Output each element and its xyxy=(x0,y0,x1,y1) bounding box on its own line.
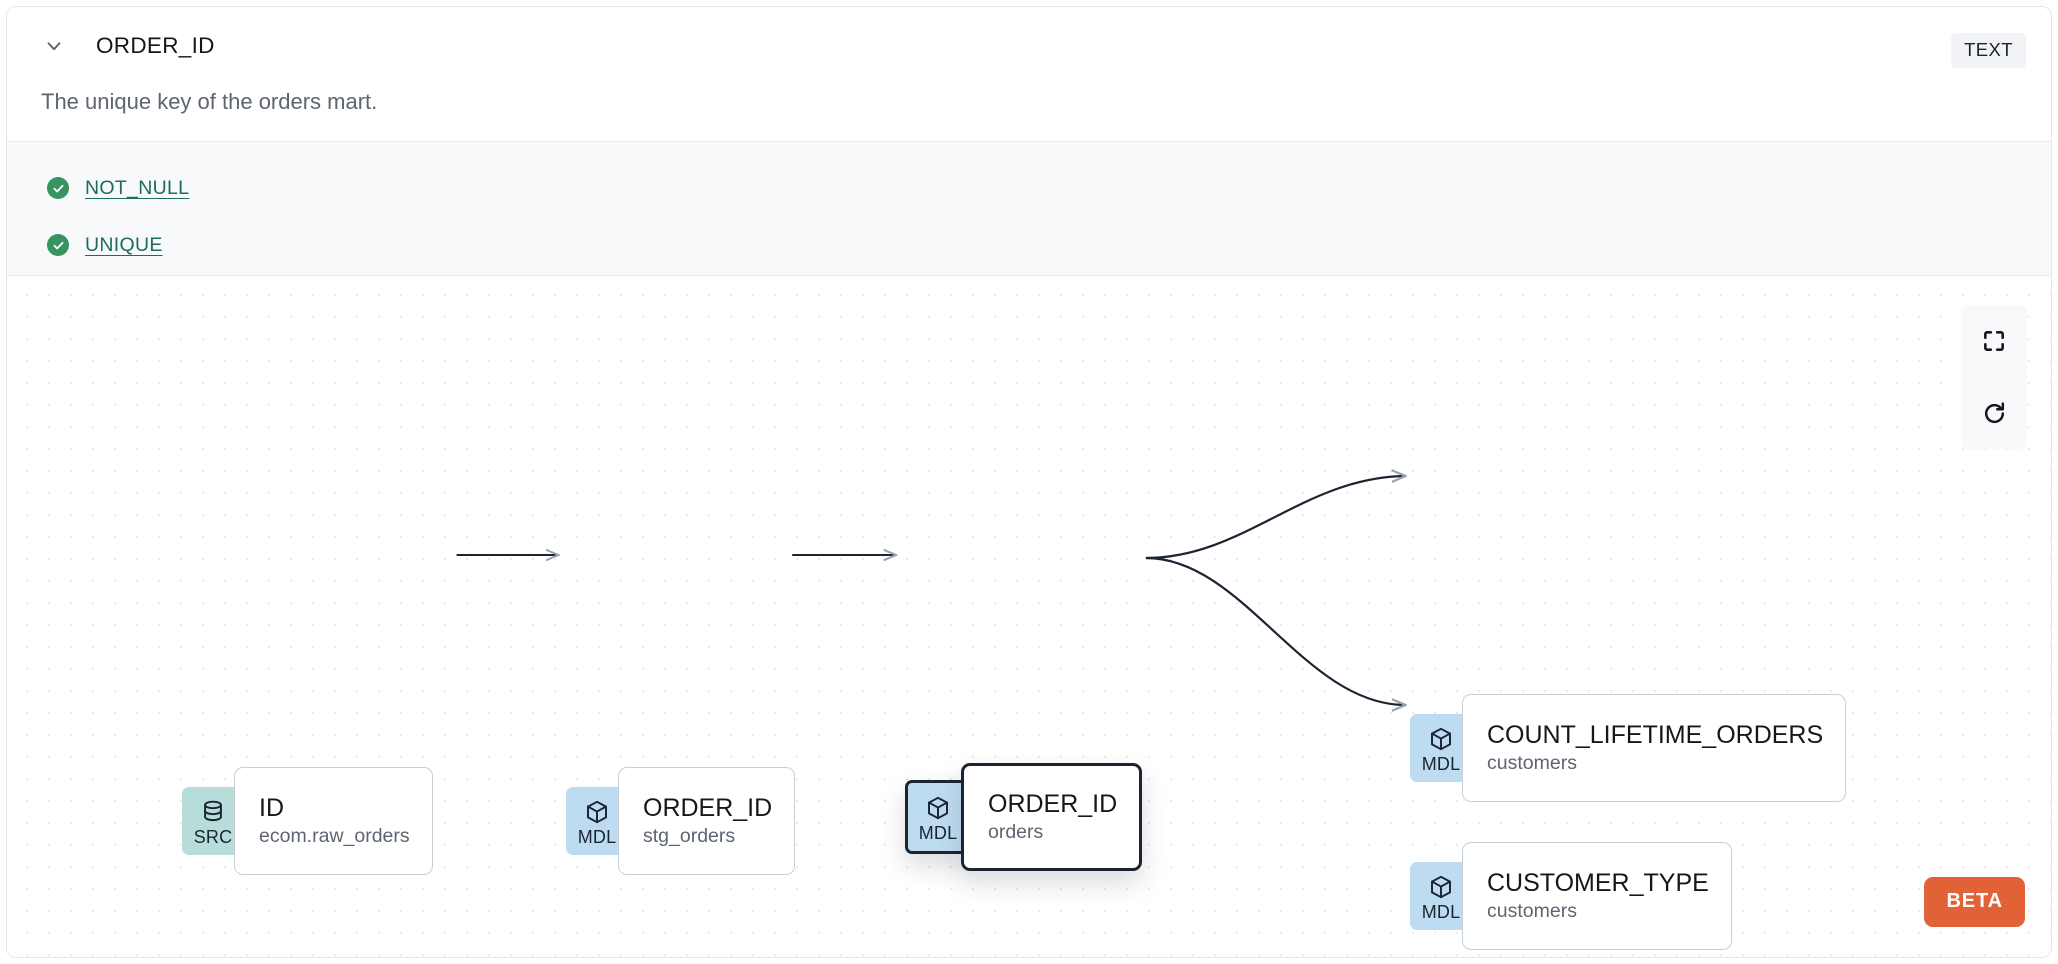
chevron-down-icon[interactable] xyxy=(41,33,67,59)
node-title: CUSTOMER_TYPE xyxy=(1487,868,1709,897)
column-description: The unique key of the orders mart. xyxy=(41,89,378,114)
node-badge-label: MDL xyxy=(577,826,617,847)
edge-orders-to-count xyxy=(1145,476,1406,560)
canvas-controls xyxy=(1961,305,2027,449)
test-link-unique[interactable]: UNIQUE xyxy=(85,233,163,256)
node-body: ORDER_ID orders xyxy=(961,763,1143,871)
test-row: UNIQUE xyxy=(47,223,2051,267)
data-type-badge: TEXT xyxy=(1951,33,2026,68)
edge-orders-to-customer-type xyxy=(1145,556,1406,705)
cube-icon xyxy=(928,796,948,819)
page-title: ORDER_ID xyxy=(96,33,215,58)
lineage-node-stg-order-id[interactable]: MDL ORDER_ID stg_orders xyxy=(566,767,796,875)
node-subtitle: stg_orders xyxy=(643,824,736,847)
node-body: ORDER_ID stg_orders xyxy=(618,767,796,875)
node-body: COUNT_LIFETIME_ORDERS customers xyxy=(1462,694,1847,802)
node-badge-label: MDL xyxy=(1421,901,1461,922)
test-row: NOT_NULL xyxy=(47,166,2051,210)
cube-icon xyxy=(587,800,607,823)
check-circle-icon xyxy=(47,177,69,199)
node-badge-src: SRC xyxy=(182,787,244,855)
database-icon xyxy=(204,800,222,821)
header-left: ORDER_ID xyxy=(41,33,215,59)
refresh-icon xyxy=(1984,401,2004,423)
cube-icon xyxy=(1431,727,1451,750)
node-title: ORDER_ID xyxy=(988,789,1118,818)
node-badge-mdl: MDL xyxy=(566,787,628,855)
node-body: CUSTOMER_TYPE customers xyxy=(1462,842,1732,950)
node-title: COUNT_LIFETIME_ORDERS xyxy=(1487,720,1824,749)
lineage-node-customer-type[interactable]: MDL CUSTOMER_TYPE customers xyxy=(1410,842,1732,950)
lineage-canvas[interactable]: SRC ID ecom.raw_orders MDL ORDER_ID stg_… xyxy=(7,277,2051,957)
node-subtitle: ecom.raw_orders xyxy=(259,824,410,847)
card-header: ORDER_ID TEXT xyxy=(7,7,2051,85)
lineage-node-src-id[interactable]: SRC ID ecom.raw_orders xyxy=(182,767,433,875)
column-detail-card: ORDER_ID TEXT The unique key of the orde… xyxy=(6,6,2052,958)
node-badge-mdl: MDL xyxy=(1410,862,1472,930)
node-body: ID ecom.raw_orders xyxy=(234,767,433,875)
cube-icon xyxy=(1431,875,1451,898)
lineage-node-count-lifetime-orders[interactable]: MDL COUNT_LIFETIME_ORDERS customers xyxy=(1410,694,1847,802)
fullscreen-icon xyxy=(1984,331,2004,351)
node-badge-mdl: MDL xyxy=(1410,714,1472,782)
beta-badge[interactable]: BETA xyxy=(1924,877,2025,927)
node-subtitle: orders xyxy=(988,820,1044,843)
check-circle-icon xyxy=(47,234,69,256)
tests-section: NOT_NULL UNIQUE xyxy=(7,141,2051,276)
node-badge-label: MDL xyxy=(1421,753,1461,774)
node-badge-label: SRC xyxy=(193,826,233,847)
test-link-not-null[interactable]: NOT_NULL xyxy=(85,176,190,199)
lineage-node-orders-order-id[interactable]: MDL ORDER_ID orders xyxy=(905,763,1143,871)
node-subtitle: customers xyxy=(1487,899,1577,922)
node-badge-label: MDL xyxy=(918,822,958,843)
node-title: ID xyxy=(259,793,284,822)
fit-view-button[interactable] xyxy=(1961,305,2027,377)
node-title: ORDER_ID xyxy=(643,793,773,822)
refresh-button[interactable] xyxy=(1961,377,2027,449)
node-subtitle: customers xyxy=(1487,751,1577,774)
